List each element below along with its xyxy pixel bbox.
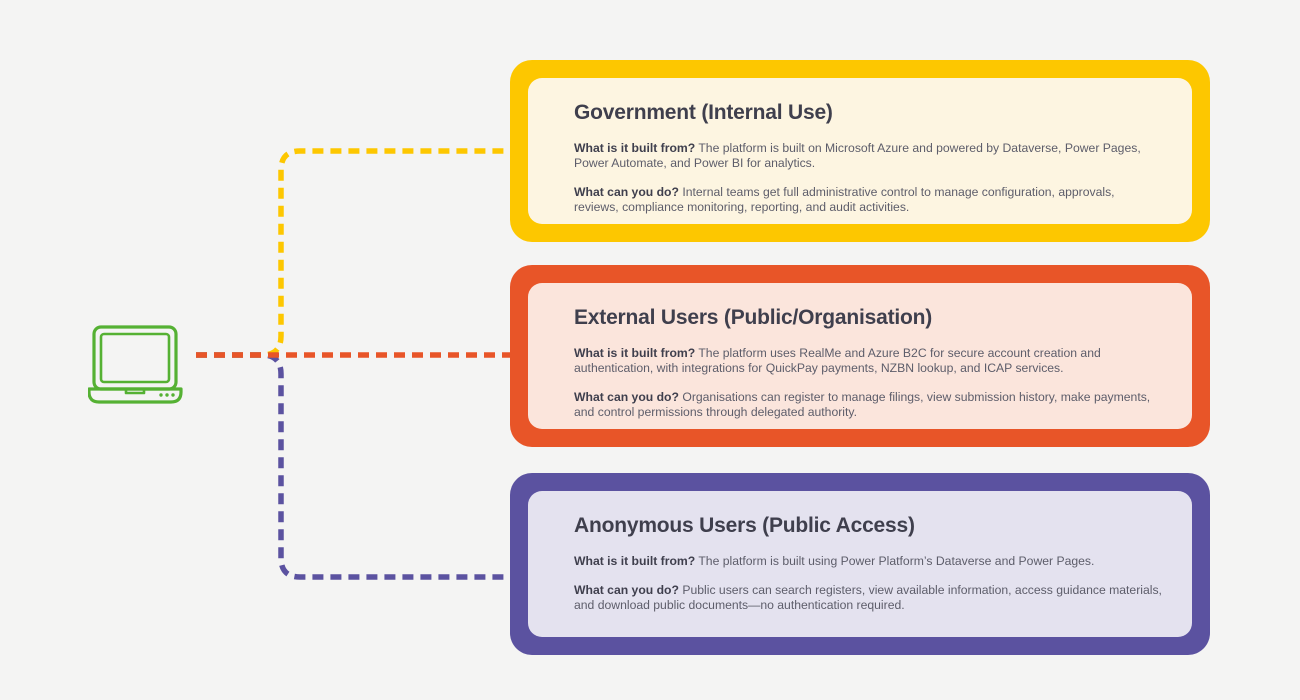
card-government-built-from-text: The platform is built on Microsoft Azure… — [574, 141, 1141, 171]
card-anonymous-users-built-from-text: The platform is built using Power Platfo… — [695, 554, 1095, 569]
card-anonymous-users-can-you-do-text: Public users can search registers, view … — [574, 583, 1162, 612]
label-can-you-do: What can you do? — [574, 583, 679, 598]
card-government-can-you-do: What can you do? Internal teams get full… — [574, 185, 1162, 215]
label-can-you-do: What can you do? — [574, 389, 679, 404]
card-anonymous-users-built-from: What is it built from? The platform is b… — [574, 554, 1162, 569]
card-government-built-from: What is it built from? The platform is b… — [574, 141, 1162, 171]
card-external-users-inner: External Users (Public/Organisation) Wha… — [528, 283, 1192, 429]
card-external-users-built-from: What is it built from? The platform uses… — [574, 346, 1162, 376]
card-external-users-can-you-do-text: Organisations can register to manage fil… — [574, 389, 1151, 419]
laptop-icon — [88, 325, 183, 404]
card-anonymous-users-inner: Anonymous Users (Public Access) What is … — [528, 491, 1192, 637]
card-external-users[interactable]: External Users (Public/Organisation) Wha… — [510, 265, 1210, 447]
card-government-can-you-do-text: Internal teams get full administrative c… — [574, 184, 1115, 214]
connector-government — [196, 148, 512, 358]
card-external-users-built-from-text: The platform uses RealMe and Azure B2C f… — [574, 346, 1101, 376]
card-government[interactable]: Government (Internal Use) What is it bui… — [510, 60, 1210, 242]
label-built-from: What is it built from? — [574, 554, 696, 569]
connector-anonymous — [196, 352, 512, 580]
card-anonymous-users-can-you-do: What can you do? Public users can search… — [574, 583, 1162, 613]
card-external-users-can-you-do: What can you do? Organisations can regis… — [574, 390, 1162, 420]
card-government-inner: Government (Internal Use) What is it bui… — [528, 78, 1192, 224]
label-can-you-do: What can you do? — [574, 184, 679, 199]
label-built-from: What is it built from? — [574, 141, 696, 156]
card-government-title: Government (Internal Use) — [574, 101, 833, 124]
card-anonymous-users-title: Anonymous Users (Public Access) — [574, 514, 915, 537]
card-external-users-title: External Users (Public/Organisation) — [574, 306, 933, 329]
label-built-from: What is it built from? — [574, 346, 696, 361]
card-anonymous-users[interactable]: Anonymous Users (Public Access) What is … — [510, 473, 1210, 655]
